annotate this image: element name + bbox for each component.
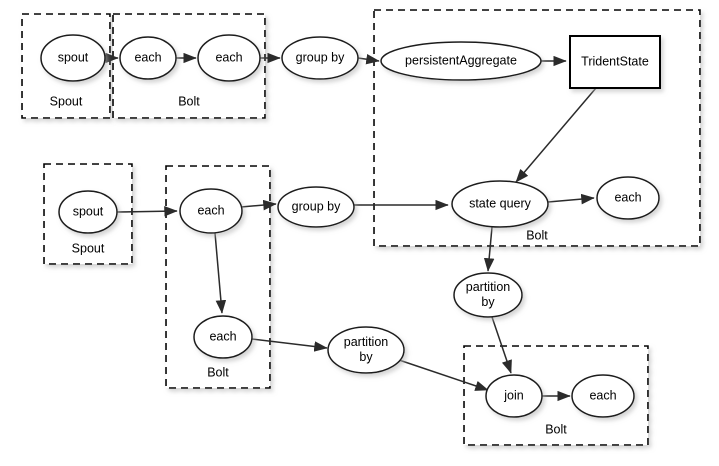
node-shape-ellipse: [571, 374, 635, 418]
node-group-by-2[interactable]: group by: [277, 186, 355, 228]
node-spout-2[interactable]: spout: [58, 190, 118, 234]
node-label: spout: [58, 50, 89, 64]
edge-group-by-1-to-persistent-aggregate: [357, 53, 380, 65]
node-shape-ellipse: [197, 34, 261, 82]
node-shape-ellipse: [485, 374, 543, 418]
group-label: Bolt: [207, 365, 229, 379]
edge-state-query-to-each-4: [547, 193, 595, 205]
node-each-3[interactable]: each: [179, 188, 243, 234]
node-shape-ellipse: [451, 180, 549, 228]
node-shape-ellipse: [596, 176, 660, 220]
node-each-2[interactable]: each: [197, 34, 261, 82]
group-label: Spout: [50, 94, 83, 108]
node-spout-1[interactable]: spout: [40, 34, 106, 82]
node-shape-ellipse: [327, 326, 405, 374]
edge-partition-by-2-to-join: [398, 359, 489, 391]
node-label: spout: [73, 204, 104, 218]
node-each-6[interactable]: each: [571, 374, 635, 418]
node-persistent-aggregate[interactable]: persistentAggregate: [380, 41, 542, 81]
node-label: group by: [292, 199, 341, 213]
node-label: each: [209, 329, 236, 343]
node-label: each: [589, 388, 616, 402]
node-label: group by: [296, 50, 345, 64]
node-join[interactable]: join: [485, 374, 543, 418]
node-shape-ellipse: [193, 315, 253, 359]
node-shape-ellipse: [277, 186, 355, 228]
node-shape-ellipse: [58, 190, 118, 234]
edge-spout-2-to-each-3: [116, 205, 178, 217]
edge-trident-state-to-state-query: [515, 87, 597, 183]
node-label: join: [503, 388, 524, 402]
node-shape-ellipse: [281, 36, 359, 80]
node-label: each: [215, 50, 242, 64]
group-label: Bolt: [178, 94, 200, 108]
node-shape-ellipse: [119, 36, 177, 80]
edge-each-3-to-each-5: [214, 232, 227, 314]
node-shape-rect: [569, 35, 661, 89]
node-label: persistentAggregate: [405, 53, 517, 67]
edge-partition-by-1-to-join: [491, 316, 512, 374]
group-label: Bolt: [526, 228, 548, 242]
edge-each-3-to-group-by-2: [240, 199, 277, 211]
node-shape-ellipse: [453, 272, 523, 318]
node-each-5[interactable]: each: [193, 315, 253, 359]
node-label: each: [134, 50, 161, 64]
nodes: spout each each group by persistentAggregate…: [40, 34, 661, 418]
node-each-4[interactable]: each: [596, 176, 660, 220]
node-label: each: [197, 203, 224, 217]
edge-state-query-to-partition-by-1: [483, 226, 495, 272]
node-label: each: [614, 190, 641, 204]
node-group-by-1[interactable]: group by: [281, 36, 359, 80]
node-shape-ellipse: [40, 34, 106, 82]
node-shape-ellipse: [380, 41, 542, 81]
edges: [105, 52, 597, 402]
group-label: Spout: [72, 241, 105, 255]
edge-each-5-to-partition-by-2: [251, 338, 328, 352]
node-trident-state[interactable]: TridentState: [569, 35, 661, 89]
node-shape-ellipse: [179, 188, 243, 234]
node-state-query[interactable]: state query: [451, 180, 549, 228]
node-each-1[interactable]: each: [119, 36, 177, 80]
group-label: Bolt: [545, 422, 567, 436]
node-label: TridentState: [581, 54, 649, 68]
node-label: state query: [469, 196, 532, 210]
